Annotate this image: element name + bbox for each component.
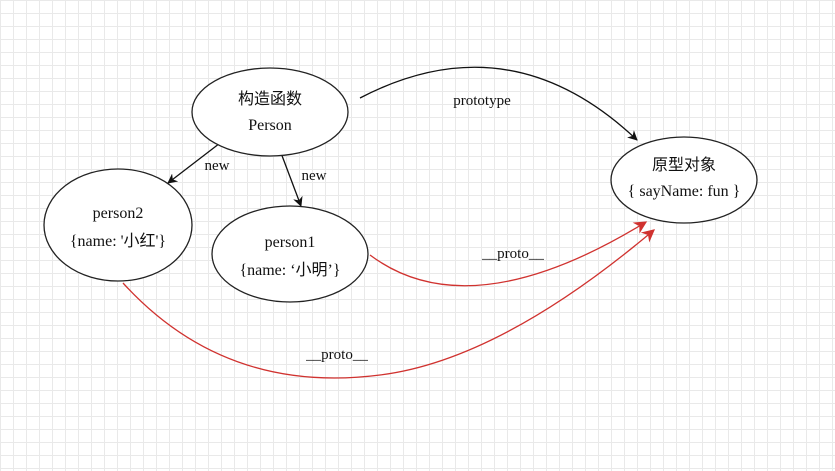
label-new-left: new xyxy=(205,158,230,174)
label-new-right: new xyxy=(302,168,327,184)
person2-title: person2 xyxy=(93,205,144,222)
person1-title: person1 xyxy=(265,234,316,251)
label-proto-person1: __proto__ xyxy=(481,246,544,262)
edge-new-person2 xyxy=(167,139,225,184)
label-proto-person2: __proto__ xyxy=(305,347,368,363)
label-prototype: prototype xyxy=(453,93,511,109)
node-constructor[interactable]: 构造函数 Person xyxy=(191,67,349,157)
edge-proto-person1 xyxy=(369,221,648,287)
node-prototype-object[interactable]: 原型对象 { sayName: fun } xyxy=(610,136,758,224)
edge-proto-person2 xyxy=(122,229,655,379)
person2-body: {name: '小红'} xyxy=(70,232,166,250)
node-person1[interactable]: person1 {name: ‘小明’} xyxy=(211,205,369,303)
constructor-title: 构造函数 xyxy=(238,90,302,108)
prototype-title: 原型对象 xyxy=(652,156,716,174)
person1-body: {name: ‘小明’} xyxy=(239,261,340,279)
prototype-body: { sayName: fun } xyxy=(628,183,741,200)
constructor-name: Person xyxy=(248,117,292,134)
node-person2[interactable]: person2 {name: '小红'} xyxy=(43,168,193,282)
edge-prototype xyxy=(359,66,638,141)
